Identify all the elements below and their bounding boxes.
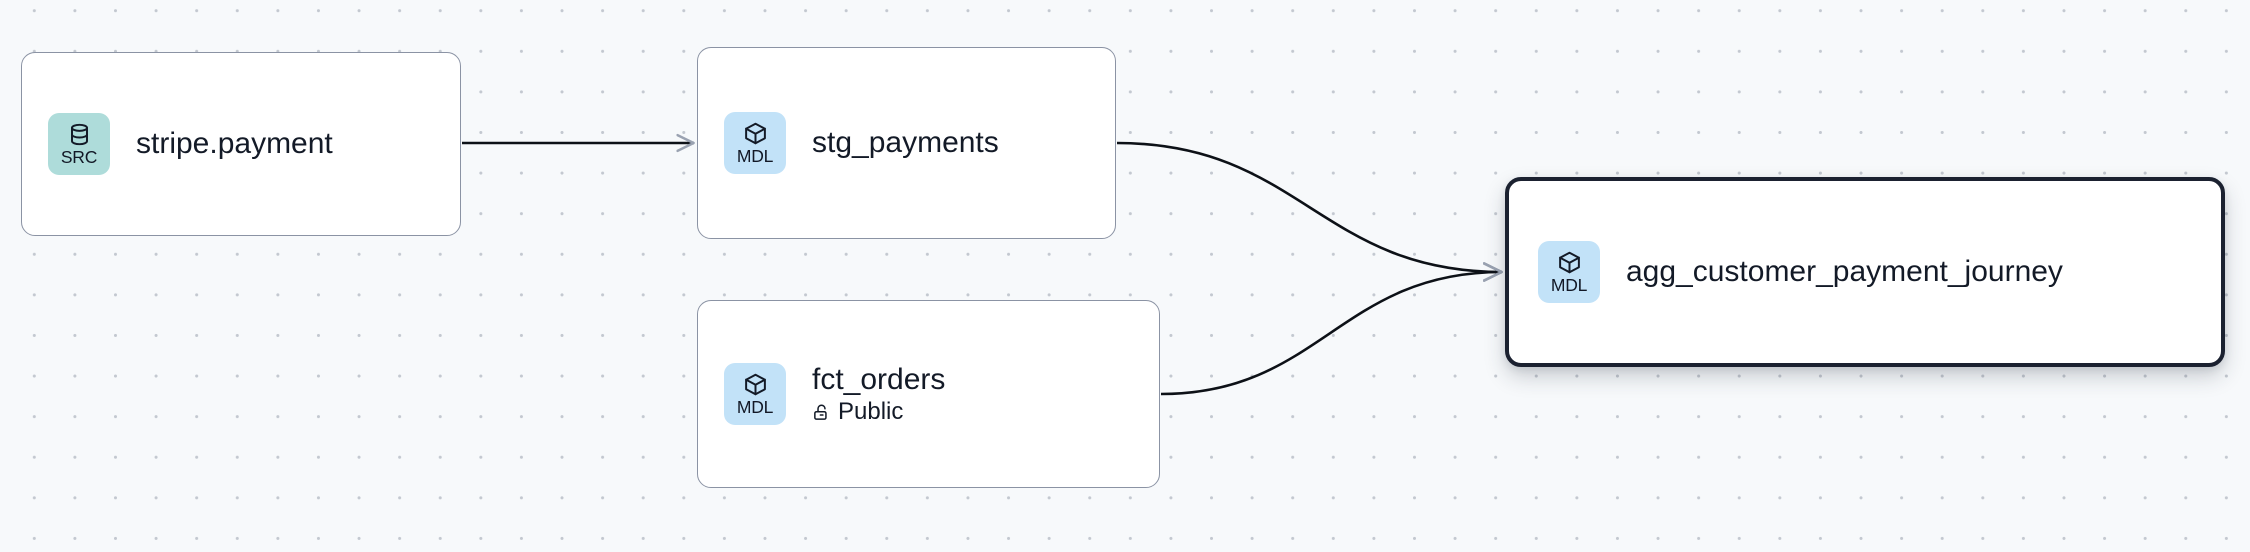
node-type-badge-mdl: MDL — [724, 363, 786, 425]
node-visibility-label: Public — [838, 398, 904, 426]
node-title: stg_payments — [812, 126, 999, 160]
node-stripe-payment[interactable]: SRC stripe.payment — [21, 52, 461, 236]
node-body: fct_orders Public — [812, 363, 945, 426]
node-type-badge-label: MDL — [736, 145, 774, 166]
cube-icon — [743, 121, 768, 146]
edge-fct-orders-to-agg-customer-payment-journey — [1160, 272, 1502, 396]
database-icon — [67, 122, 92, 147]
node-type-badge-label: MDL — [1550, 274, 1588, 295]
cube-icon — [1557, 250, 1582, 275]
node-title: fct_orders — [812, 362, 946, 396]
node-type-badge-src: SRC — [48, 113, 110, 175]
edge-stg-payments-to-agg-customer-payment-journey — [1116, 141, 1502, 272]
unlock-icon — [812, 403, 831, 422]
node-body: stripe.payment — [136, 127, 333, 161]
node-agg-customer-payment-journey[interactable]: MDL agg_customer_payment_journey — [1505, 177, 2225, 367]
node-type-badge-label: MDL — [736, 396, 774, 417]
node-visibility: Public — [812, 398, 945, 426]
node-type-badge-mdl: MDL — [1538, 241, 1600, 303]
node-body: stg_payments — [812, 126, 999, 160]
node-type-badge-label: SRC — [60, 146, 98, 167]
node-body: agg_customer_payment_journey — [1626, 255, 2063, 289]
node-fct-orders[interactable]: MDL fct_orders Public — [697, 300, 1160, 488]
cube-icon — [743, 372, 768, 397]
node-type-badge-mdl: MDL — [724, 112, 786, 174]
node-stg-payments[interactable]: MDL stg_payments — [697, 47, 1116, 239]
node-title: agg_customer_payment_journey — [1626, 255, 2063, 289]
node-title: stripe.payment — [136, 127, 333, 161]
